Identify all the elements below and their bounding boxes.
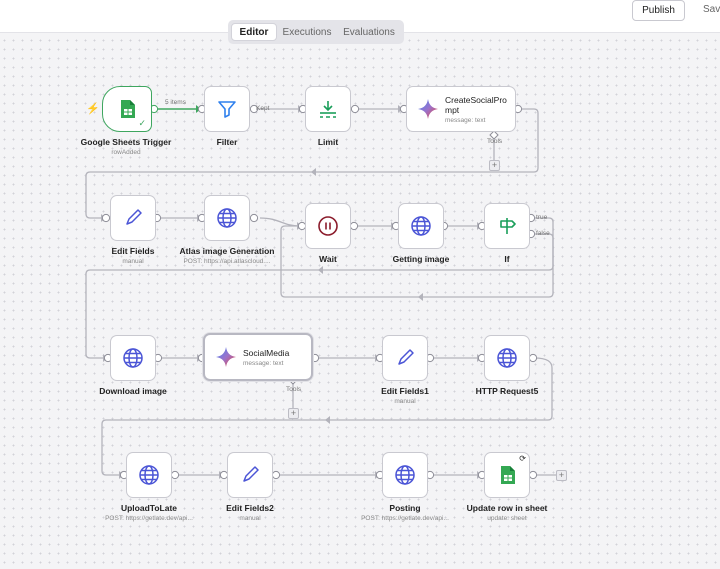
node-if[interactable]: [484, 203, 530, 249]
branch-true-label: true: [536, 214, 548, 221]
check-icon: ✓: [138, 118, 146, 128]
node-edit-fields[interactable]: [110, 195, 156, 241]
node-posting[interactable]: [382, 452, 428, 498]
pencil-icon: [394, 347, 416, 369]
node-label: Getting image: [392, 254, 450, 264]
trigger-bolt-icon: ⚡: [86, 103, 100, 115]
node-social-media[interactable]: SocialMedia message: text: [203, 333, 313, 381]
wire-http-upload: [101, 357, 553, 476]
node-label: Posting: [389, 503, 421, 513]
node-create-social-prompt[interactable]: CreateSocialPro mpt message: text: [406, 86, 516, 132]
limit-icon: [317, 98, 339, 120]
node-edit-fields1[interactable]: [382, 335, 428, 381]
wire-atlas-wait: [259, 217, 301, 227]
node-filter[interactable]: [204, 86, 250, 132]
node-label: HTTP Request5: [475, 386, 539, 396]
node-subtitle: rowAdded: [111, 149, 141, 156]
node-subtitle: manual: [122, 258, 144, 265]
node-label: If: [504, 254, 510, 264]
branch-false-label: false: [536, 230, 550, 237]
wire-label-kept: Kept: [256, 105, 270, 112]
google-sheets-icon: [116, 98, 138, 120]
add-node-button[interactable]: +: [556, 470, 567, 481]
publish-button[interactable]: Publish: [632, 0, 685, 21]
tools-label: Tools: [286, 386, 302, 393]
node-limit[interactable]: [305, 86, 351, 132]
wire-label-items: 5 items: [165, 99, 186, 106]
tools-label: Tools: [487, 138, 503, 145]
node-download-image[interactable]: [110, 335, 156, 381]
globe-icon: [394, 464, 416, 486]
pencil-icon: [239, 464, 261, 486]
node-google-sheets-trigger[interactable]: ✓: [102, 86, 152, 132]
google-sheets-icon: [496, 464, 518, 486]
node-subtitle: POST: https://getlate.dev/api...: [105, 515, 193, 522]
node-label: Atlas image Generation: [179, 246, 275, 256]
node-http-request5[interactable]: [484, 335, 530, 381]
globe-icon: [216, 207, 238, 229]
wire-if-false: [280, 225, 554, 298]
sync-icon: ⟳: [519, 454, 526, 463]
node-atlas-image-generation[interactable]: [204, 195, 250, 241]
globe-icon: [138, 464, 160, 486]
pencil-icon: [122, 207, 144, 229]
add-tool-button[interactable]: +: [489, 160, 500, 171]
node-wait[interactable]: [305, 203, 351, 249]
filter-icon: [216, 98, 238, 120]
node-edit-fields2[interactable]: [227, 452, 273, 498]
node-title: CreateSocialPro: [445, 94, 507, 105]
node-update-row-in-sheet[interactable]: ⟳: [484, 452, 530, 498]
node-subtitle: message: text: [445, 116, 486, 124]
node-subtitle: POST: https://getlate.dev/api...: [361, 515, 449, 522]
node-subtitle: manual: [239, 515, 261, 522]
node-label: Wait: [319, 254, 337, 264]
view-tabs: Editor Executions Evaluations: [228, 20, 404, 44]
node-label: Filter: [216, 137, 238, 147]
gemini-icon: [215, 346, 237, 368]
add-tool-button[interactable]: +: [288, 408, 299, 419]
node-label: UploadToLate: [120, 503, 178, 513]
node-getting-image[interactable]: [398, 203, 444, 249]
tab-evaluations[interactable]: Evaluations: [343, 26, 395, 38]
node-label: Download image: [99, 386, 167, 396]
node-label: Edit Fields: [111, 246, 155, 256]
node-label: Limit: [317, 137, 339, 147]
tab-editor[interactable]: Editor: [231, 23, 277, 41]
save-button[interactable]: Save: [703, 4, 720, 15]
node-subtitle: manual: [394, 398, 416, 405]
node-label: Edit Fields2: [226, 503, 274, 513]
tab-executions[interactable]: Executions: [282, 26, 332, 38]
node-label: Update row in sheet: [466, 503, 548, 513]
node-subtitle: POST: https://api.atlascloud....: [183, 258, 271, 265]
node-title: SocialMedia: [243, 347, 290, 358]
node-label: Edit Fields1: [381, 386, 429, 396]
globe-icon: [122, 347, 144, 369]
node-title-cont: mpt: [445, 104, 460, 115]
gemini-icon: [417, 98, 439, 120]
signpost-icon: [496, 215, 518, 237]
node-subtitle: message: text: [243, 359, 284, 367]
globe-icon: [496, 347, 518, 369]
node-upload-to-late[interactable]: [126, 452, 172, 498]
node-subtitle: update: sheet: [487, 515, 527, 522]
node-label: Google Sheets Trigger: [80, 137, 172, 147]
globe-icon: [410, 215, 432, 237]
pause-icon: [317, 215, 339, 237]
